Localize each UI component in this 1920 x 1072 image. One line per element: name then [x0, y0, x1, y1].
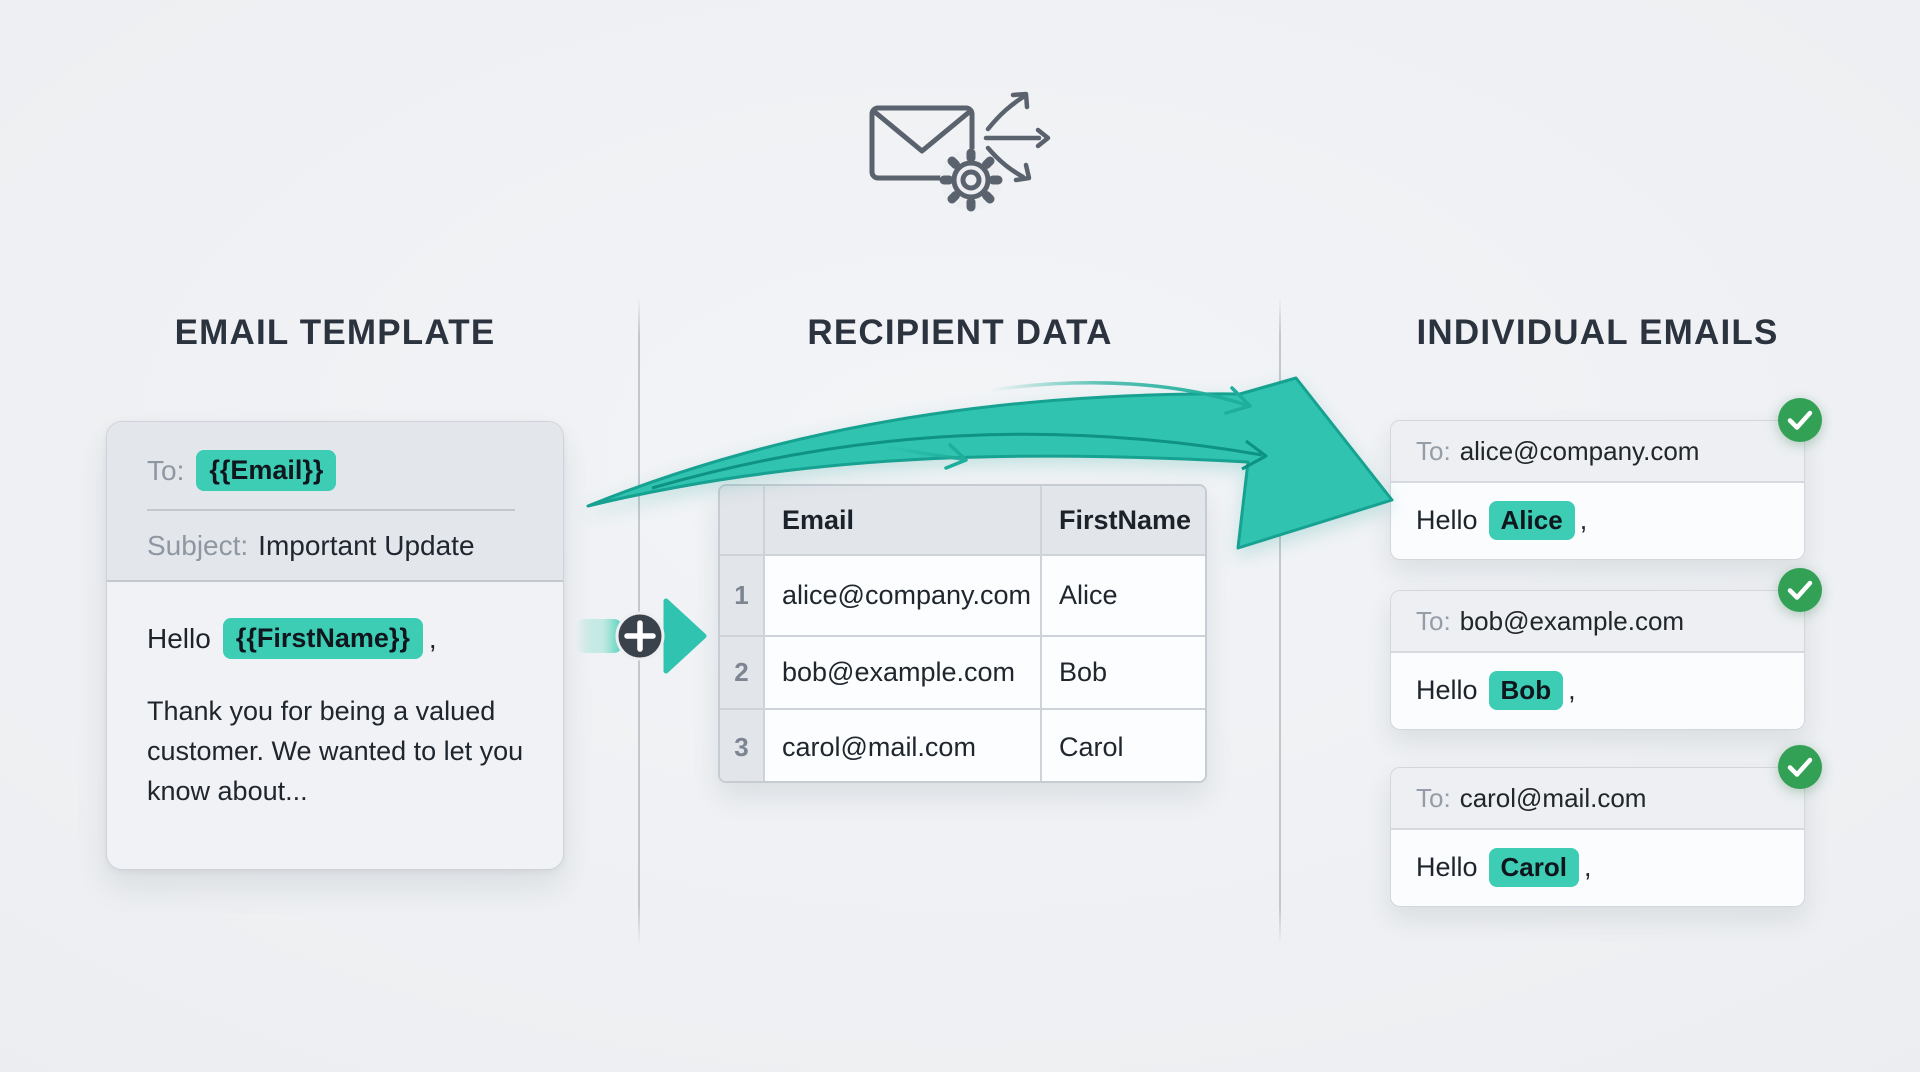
greeting-suffix: , — [1584, 851, 1592, 882]
arrow-right-icon — [663, 598, 707, 674]
cell-firstname: Alice — [1042, 556, 1205, 637]
plus-icon — [615, 611, 665, 661]
cell-email: carol@mail.com — [765, 710, 1042, 781]
email-card-header: To: carol@mail.com — [1391, 768, 1804, 830]
email-card-body: Hello Carol , — [1391, 830, 1804, 904]
template-greeting: Hello {{FirstName}} , — [147, 618, 523, 659]
heading-email-template: EMAIL TEMPLATE — [174, 313, 496, 352]
firstname-variable-chip: {{FirstName}} — [222, 618, 423, 659]
merged-name-chip: Alice — [1488, 500, 1575, 540]
cell-firstname: Carol — [1042, 710, 1205, 781]
greeting-prefix: Hello — [1416, 851, 1478, 882]
envelope-send-icon — [869, 91, 1051, 212]
subject-value: Important Update — [258, 530, 475, 561]
fan-out-arrows — [983, 91, 1051, 183]
to-label: To: — [147, 454, 185, 486]
email-card-body: Hello Bob , — [1391, 653, 1804, 727]
email-template-card: To: {{Email}} Subject: Important Update … — [106, 421, 564, 870]
greeting-prefix: Hello — [147, 622, 211, 654]
gear-icon — [939, 148, 1003, 212]
template-body-text: Thank you for being a valued customer. W… — [147, 696, 524, 806]
merged-name-chip: Bob — [1488, 670, 1564, 710]
to-label: To: — [1416, 782, 1451, 813]
cell-firstname: Bob — [1042, 637, 1205, 710]
cell-email: alice@company.com — [765, 556, 1042, 637]
row-number: 1 — [720, 556, 765, 637]
heading-recipient-data: RECIPIENT DATA — [807, 313, 1113, 352]
column-header-firstname: FirstName — [1042, 486, 1205, 556]
header-divider-line — [147, 509, 515, 511]
template-subject-row: Subject: Important Update — [147, 530, 475, 562]
cell-email: bob@example.com — [765, 637, 1042, 710]
row-number: 3 — [720, 710, 765, 781]
merged-name-chip: Carol — [1488, 847, 1579, 887]
greeting-prefix: Hello — [1416, 504, 1478, 535]
to-address: alice@company.com — [1459, 435, 1700, 466]
individual-email-card: To: alice@company.com Hello Alice , — [1390, 398, 1822, 560]
to-label: To: — [1416, 605, 1451, 636]
subject-label: Subject: — [147, 530, 249, 561]
to-address: bob@example.com — [1459, 605, 1685, 636]
email-card-header: To: bob@example.com — [1391, 591, 1804, 653]
heading-individual-emails: INDIVIDUAL EMAILS — [1416, 313, 1779, 352]
column-header-email: Email — [765, 486, 1042, 556]
recipient-table: Email FirstName 1 alice@company.com Alic… — [718, 484, 1207, 783]
check-icon — [1778, 745, 1822, 789]
table-corner-cell — [720, 486, 765, 556]
individual-email-card: To: bob@example.com Hello Bob , — [1390, 568, 1822, 730]
greeting-suffix: , — [1568, 674, 1576, 705]
email-variable-chip: {{Email}} — [196, 450, 337, 491]
email-card-header: To: alice@company.com — [1391, 421, 1804, 483]
template-card-header: To: {{Email}} Subject: Important Update — [107, 422, 563, 582]
step-trail — [576, 619, 622, 653]
greeting-suffix: , — [1579, 504, 1588, 535]
to-label: To: — [1416, 435, 1451, 466]
email-card-body: Hello Alice , — [1391, 483, 1804, 557]
individual-email-card: To: carol@mail.com Hello Carol , — [1390, 745, 1822, 907]
section-divider-left — [638, 297, 640, 945]
merge-step — [576, 598, 707, 674]
check-icon — [1778, 568, 1822, 612]
template-card-body: Hello {{FirstName}} , Thank you for bein… — [107, 582, 563, 811]
to-address: carol@mail.com — [1459, 782, 1647, 813]
section-divider-right — [1279, 297, 1281, 945]
greeting-suffix: , — [428, 622, 437, 654]
greeting-prefix: Hello — [1416, 674, 1478, 705]
check-icon — [1778, 398, 1822, 442]
row-number: 2 — [720, 637, 765, 710]
template-to-row: To: {{Email}} — [147, 450, 337, 491]
